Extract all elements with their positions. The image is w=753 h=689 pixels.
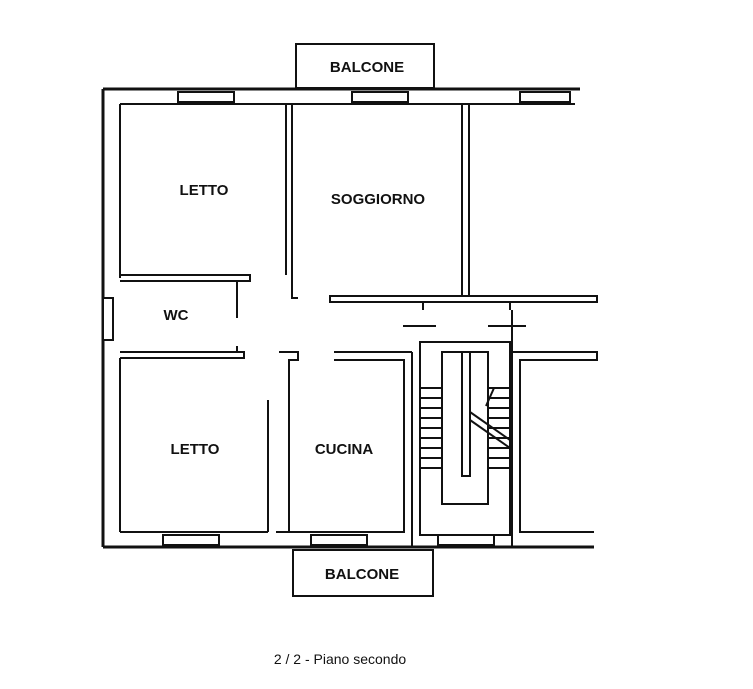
balcony-top: [295, 43, 435, 89]
staircase: [419, 341, 511, 536]
bedroom-bottom-label: LETTO: [171, 441, 220, 458]
balcony-top-label: BALCONE: [330, 59, 404, 76]
balcony-bottom: [292, 549, 434, 597]
wc-label: WC: [164, 307, 189, 324]
living-room-label: SOGGIORNO: [331, 191, 426, 208]
plan-caption: 2 / 2 - Piano secondo: [274, 651, 407, 667]
interior-walls: [120, 104, 598, 547]
windows: [102, 91, 571, 546]
kitchen-label: CUCINA: [315, 441, 373, 458]
balcony-bottom-label: BALCONE: [325, 566, 399, 583]
bedroom-top-label: LETTO: [180, 182, 229, 199]
